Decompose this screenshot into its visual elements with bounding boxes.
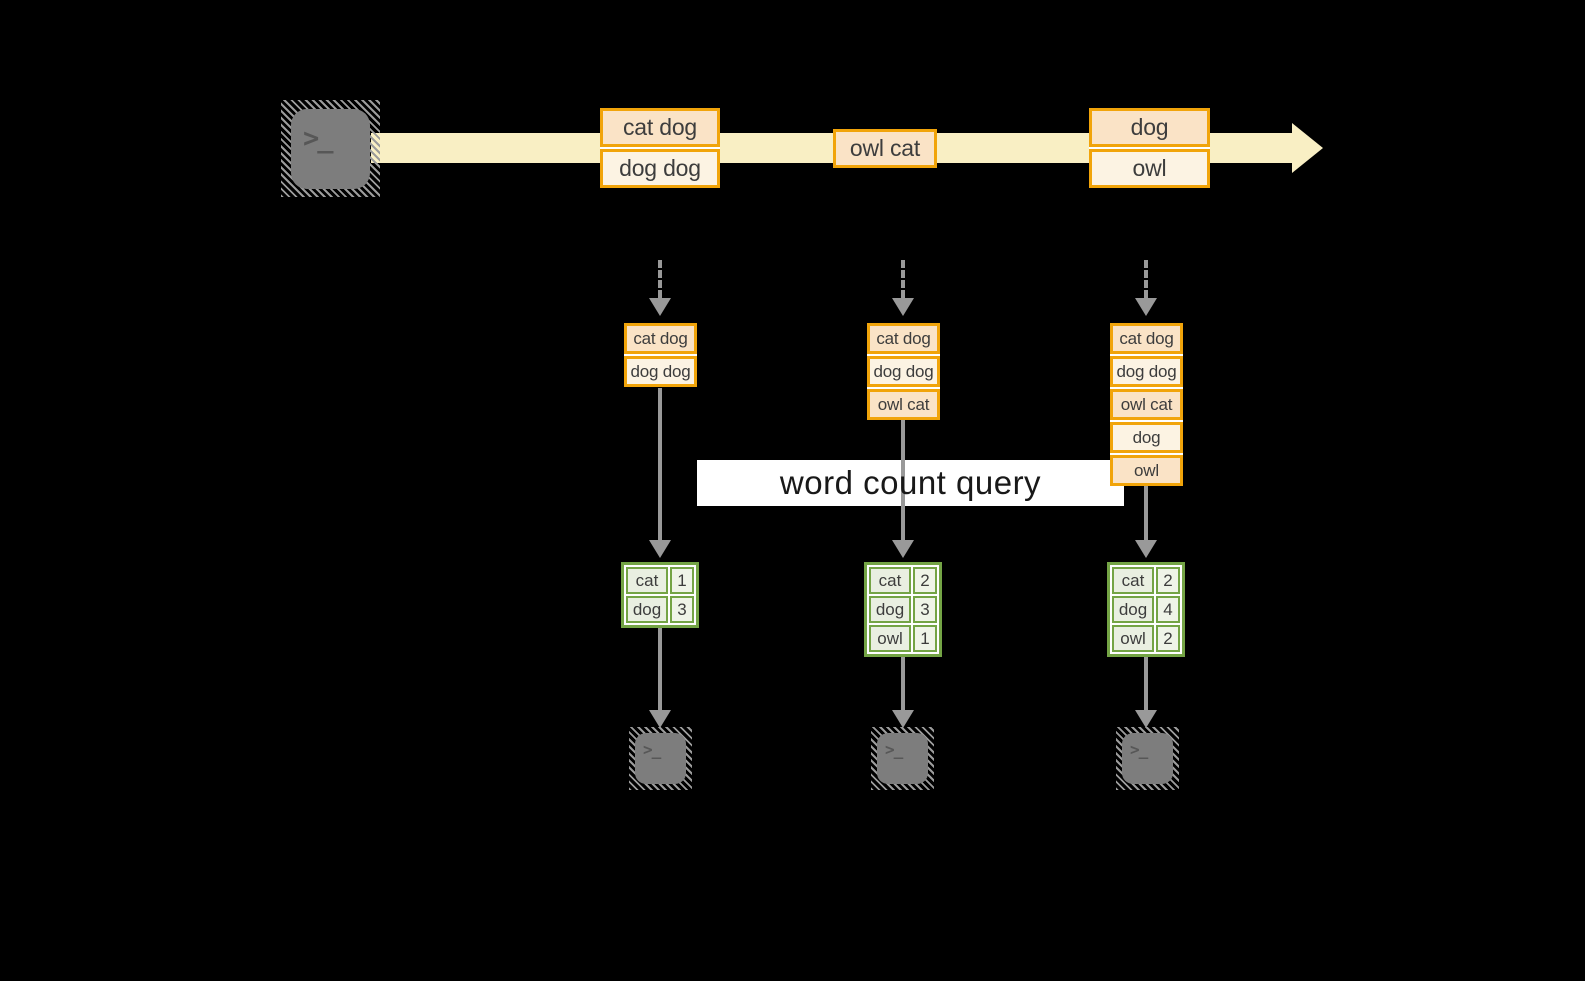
consumer-terminal-icon-3: >_	[1116, 727, 1179, 790]
count-word-cell: dog	[1112, 596, 1154, 623]
buffer-row: owl cat	[1110, 389, 1183, 420]
count-word-cell: cat	[626, 567, 668, 594]
count-table-1: cat 1 dog 3	[621, 562, 699, 628]
arrow-line	[901, 657, 905, 710]
buffer-row: owl cat	[867, 389, 940, 420]
terminal-screen: >_	[877, 733, 928, 784]
stream-event-3: dog owl	[1089, 108, 1210, 188]
dashed-arrow-line	[658, 260, 662, 298]
producer-terminal-icon: >_	[281, 100, 380, 197]
arrow-line	[901, 420, 905, 540]
buffer-row: owl	[1110, 455, 1183, 486]
dashed-arrow-line	[1144, 260, 1148, 298]
count-value-cell: 2	[1156, 567, 1180, 594]
terminal-prompt-glyph: >_	[303, 123, 333, 154]
stream-arrow-head	[1292, 123, 1323, 173]
buffer-row: cat dog	[624, 323, 697, 354]
count-value-cell: 1	[913, 625, 937, 652]
terminal-prompt-glyph: >_	[643, 740, 661, 759]
count-value-cell: 1	[670, 567, 694, 594]
buffer-row: dog dog	[624, 356, 697, 387]
count-word-cell: cat	[869, 567, 911, 594]
arrow-head	[892, 540, 914, 558]
arrow-line	[658, 388, 662, 540]
count-value-cell: 2	[1156, 625, 1180, 652]
event-buffer-1: cat dog dog dog	[624, 323, 697, 387]
count-value-cell: 3	[670, 596, 694, 623]
buffer-row: dog dog	[1110, 356, 1183, 387]
event-row: owl cat	[833, 129, 937, 168]
arrow-line	[658, 628, 662, 710]
terminal-screen: >_	[1122, 733, 1173, 784]
consumer-terminal-icon-2: >_	[871, 727, 934, 790]
event-row: dog	[1089, 108, 1210, 147]
stream-event-1: cat dog dog dog	[600, 108, 720, 188]
dashed-arrow-head	[1135, 298, 1157, 316]
count-table-2: cat 2 dog 3 owl 1	[864, 562, 942, 657]
buffer-row: cat dog	[867, 323, 940, 354]
arrow-head	[892, 710, 914, 728]
arrow-head	[1135, 540, 1157, 558]
event-row: cat dog	[600, 108, 720, 147]
buffer-row: dog	[1110, 422, 1183, 453]
count-value-cell: 4	[1156, 596, 1180, 623]
arrow-head	[649, 710, 671, 728]
buffer-row: cat dog	[1110, 323, 1183, 354]
terminal-prompt-glyph: >_	[885, 740, 903, 759]
query-banner	[697, 460, 1124, 506]
terminal-screen: >_	[635, 733, 686, 784]
arrow-line	[1144, 486, 1148, 540]
count-word-cell: dog	[869, 596, 911, 623]
count-value-cell: 2	[913, 567, 937, 594]
arrow-line	[1144, 657, 1148, 710]
consumer-terminal-icon-1: >_	[629, 727, 692, 790]
buffer-row: dog dog	[867, 356, 940, 387]
terminal-prompt-glyph: >_	[1130, 740, 1148, 759]
event-buffer-3: cat dog dog dog owl cat dog owl	[1110, 323, 1183, 486]
event-row: owl	[1089, 149, 1210, 188]
arrow-head	[649, 540, 671, 558]
dashed-arrow-line	[901, 260, 905, 298]
count-table-3: cat 2 dog 4 owl 2	[1107, 562, 1185, 657]
count-word-cell: owl	[1112, 625, 1154, 652]
event-buffer-2: cat dog dog dog owl cat	[867, 323, 940, 420]
count-value-cell: 3	[913, 596, 937, 623]
query-label: word count query	[779, 464, 1042, 501]
arrow-head	[1135, 710, 1157, 728]
count-word-cell: cat	[1112, 567, 1154, 594]
dashed-arrow-head	[892, 298, 914, 316]
count-word-cell: dog	[626, 596, 668, 623]
dashed-arrow-head	[649, 298, 671, 316]
event-row: dog dog	[600, 149, 720, 188]
terminal-screen: >_	[291, 109, 370, 189]
count-word-cell: owl	[869, 625, 911, 652]
stream-event-2: owl cat	[833, 129, 937, 168]
